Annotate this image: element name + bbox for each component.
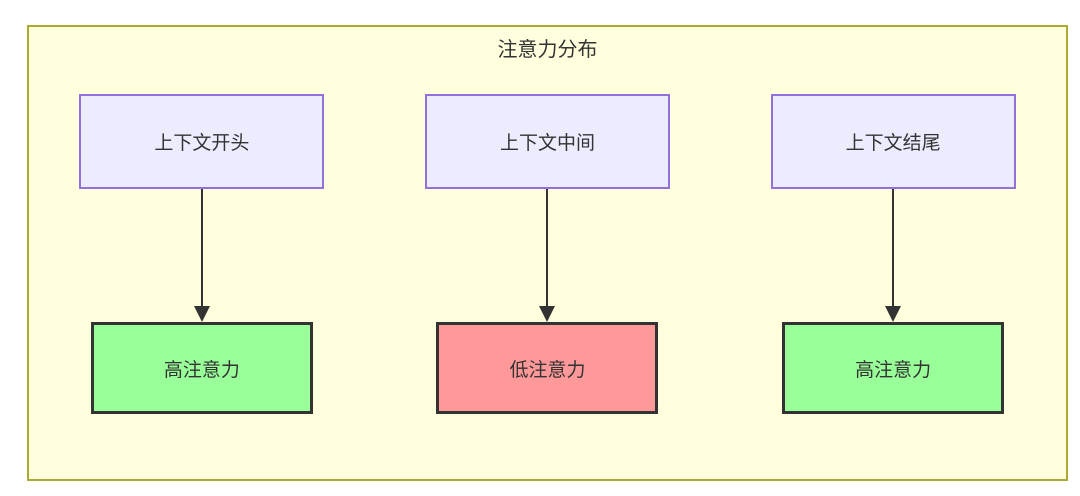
node-context-end: 上下文结尾 xyxy=(770,94,1016,189)
flow-column-context-middle: 上下文中间 低注意力 xyxy=(424,94,670,414)
flow-column-context-end: 上下文结尾 高注意力 xyxy=(770,94,1016,414)
arrow-down-icon xyxy=(193,189,210,322)
node-context-middle: 上下文中间 xyxy=(424,94,670,189)
node-context-start: 上下文开头 xyxy=(79,94,325,189)
diagram-columns: 上下文开头 高注意力 上下文中间 低注意力 上下文结尾 xyxy=(29,94,1066,414)
flow-column-context-start: 上下文开头 高注意力 xyxy=(79,94,325,414)
node-high-attention-right: 高注意力 xyxy=(782,322,1005,414)
attention-distribution-group: 注意力分布 上下文开头 高注意力 上下文中间 低注意力 上下文结尾 xyxy=(27,25,1068,481)
node-low-attention-middle: 低注意力 xyxy=(436,322,659,414)
diagram-title: 注意力分布 xyxy=(497,39,598,61)
arrow-down-icon xyxy=(885,189,902,322)
node-high-attention-left: 高注意力 xyxy=(90,322,313,414)
arrow-down-icon xyxy=(539,189,556,322)
